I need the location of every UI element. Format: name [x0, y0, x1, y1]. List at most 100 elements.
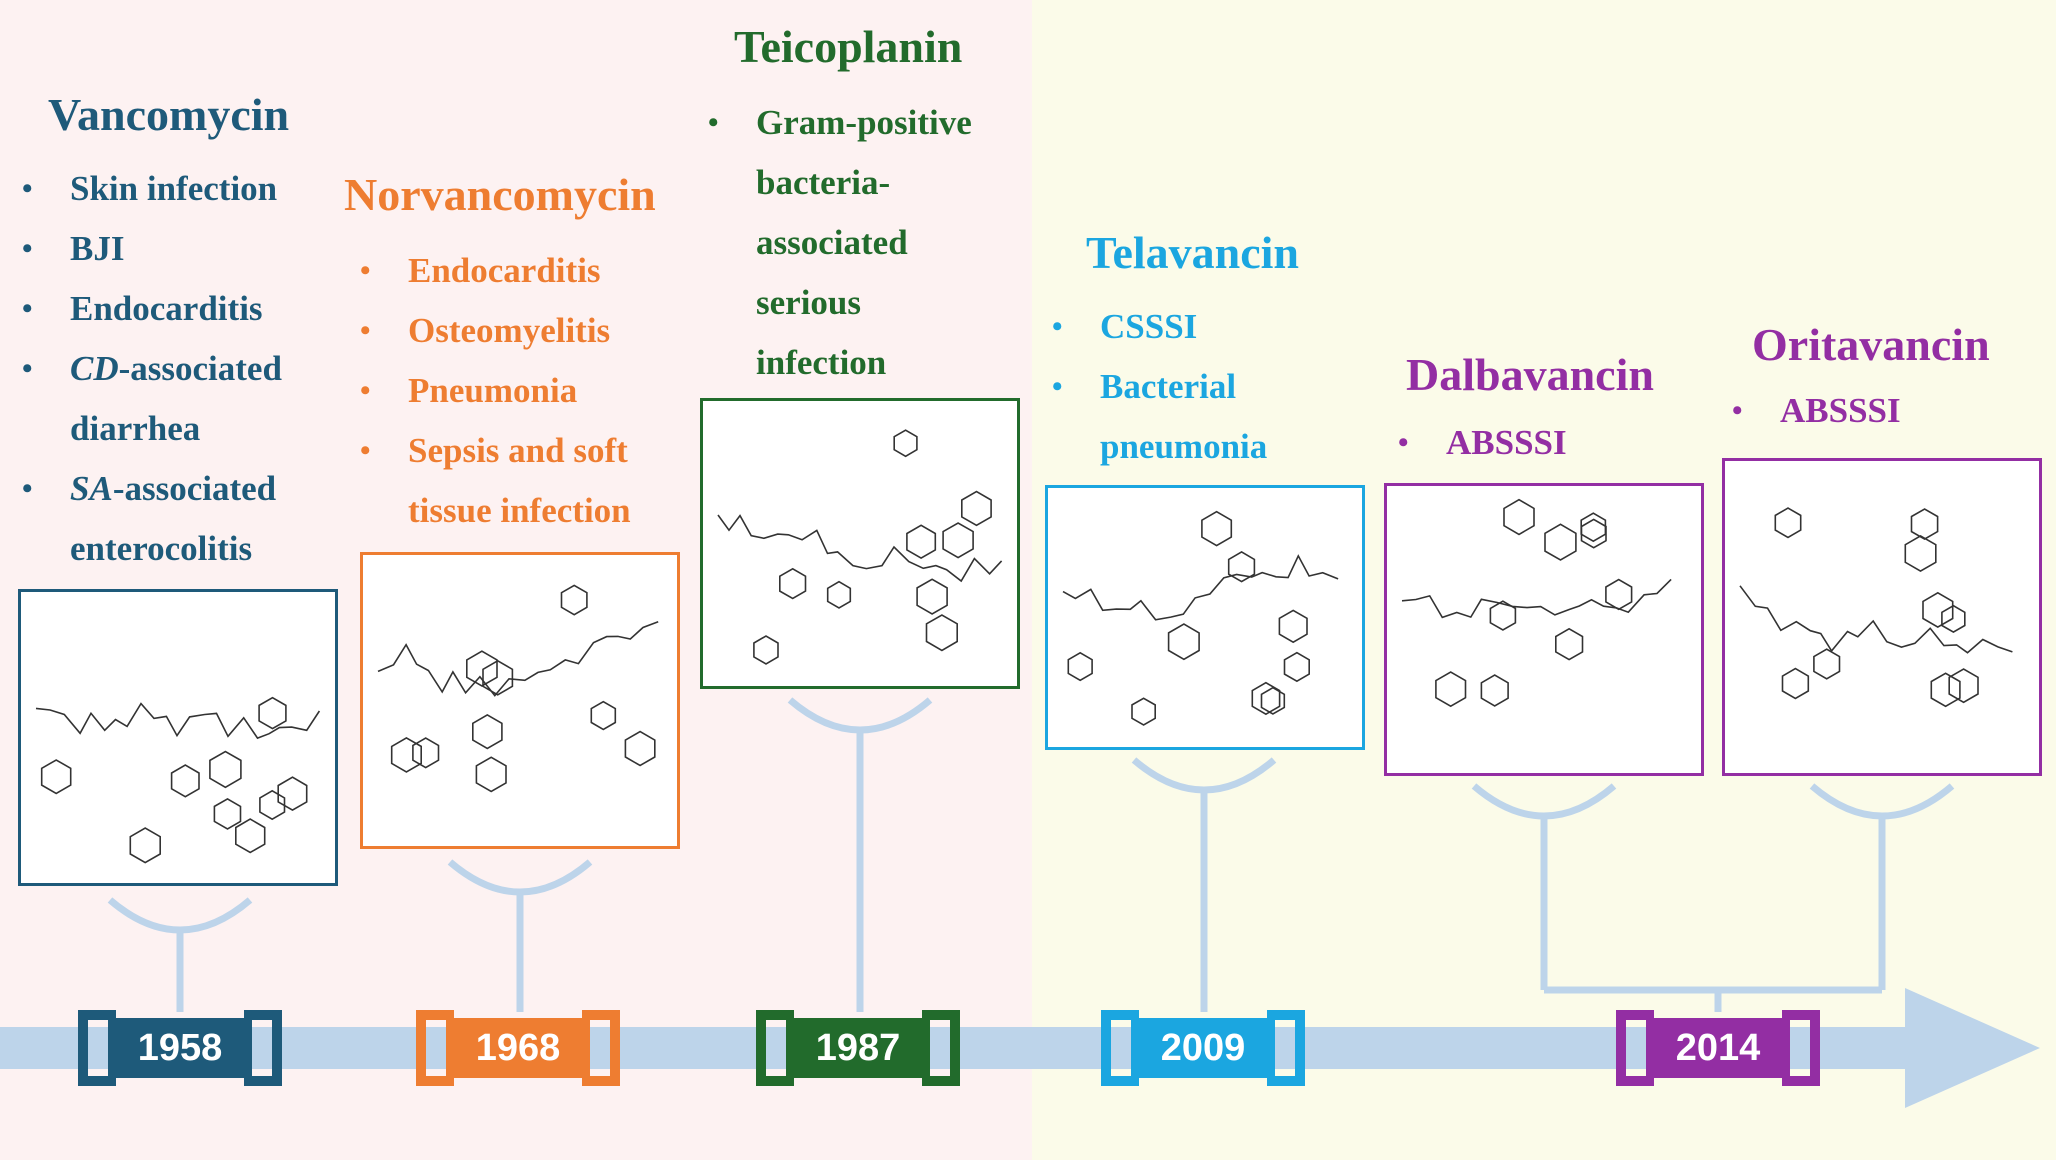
molecule-sketch: [1739, 507, 2013, 708]
ring: [1774, 507, 1802, 539]
chain: [1062, 554, 1339, 621]
indication-text: infection: [756, 343, 887, 382]
ring: [942, 522, 974, 559]
ring: [1489, 600, 1517, 631]
year-marker-1987: 1987: [756, 1010, 960, 1086]
drug-name: Telavancin: [1086, 227, 1300, 278]
drug-dalbavancin: Dalbavancin ABSSSI: [1398, 348, 1718, 473]
connector-arc: [1131, 757, 1277, 794]
indication-item: Sepsis and soft: [360, 421, 714, 481]
ring: [826, 580, 852, 609]
ring: [1167, 623, 1200, 661]
indication-text: Skin infection: [70, 169, 278, 208]
indication-text: -associated: [118, 349, 282, 388]
connector-arc: [1471, 783, 1617, 820]
indication-item: Gram-positive: [708, 93, 1028, 153]
ring: [277, 776, 308, 812]
chain: [1739, 585, 2013, 654]
ring: [170, 764, 200, 798]
ring: [1580, 512, 1607, 543]
ring: [1948, 668, 1979, 704]
ring: [235, 818, 266, 854]
ring: [1260, 686, 1286, 715]
ring: [906, 524, 937, 560]
indication-list: ABSSSI: [1398, 413, 1718, 473]
ring: [624, 730, 656, 767]
indication-list: ABSSSI: [1732, 381, 2052, 441]
ring: [916, 578, 948, 615]
indication-item: ABSSSI: [1732, 381, 2052, 441]
timeline-arrow: [0, 988, 2040, 1108]
indication-list: Skin infectionBJIEndocarditisCD-associat…: [22, 159, 342, 579]
ring: [1067, 651, 1093, 682]
molecule-sketch: [377, 584, 659, 793]
indication-item: diarrhea: [22, 399, 342, 459]
year-label: 1968: [475, 1026, 561, 1069]
indication-abbrev: CD: [70, 349, 119, 388]
indication-list: Gram-positive bacteria-associated serious i…: [708, 93, 1028, 393]
norvancomycin-structure: [360, 552, 680, 849]
ring: [560, 584, 588, 616]
indication-item: SA-associated: [22, 459, 342, 519]
year-label: 1987: [815, 1026, 901, 1069]
indication-item: serious: [708, 273, 1028, 333]
ring: [472, 713, 503, 750]
ring: [1283, 651, 1311, 683]
drug-telavancin: Telavancin CSSSI Bacterial pneumonia: [1052, 226, 1372, 477]
connector-arc: [787, 697, 933, 734]
drug-name: Dalbavancin: [1406, 349, 1654, 400]
connector-arc: [447, 859, 593, 896]
ring: [1813, 648, 1841, 680]
year-marker-2009: 2009: [1101, 1010, 1305, 1086]
indication-text: diarrhea: [70, 409, 201, 448]
indication-text: associated: [756, 223, 908, 262]
indication-item: Pneumonia: [360, 361, 714, 421]
chain: [35, 702, 321, 740]
year-marker-1968: 1968: [416, 1010, 620, 1086]
connector-arc: [107, 897, 253, 934]
ring: [482, 659, 514, 696]
ring: [893, 429, 918, 458]
indication-item: ABSSSI: [1398, 413, 1718, 473]
indication-item: Osteomyelitis: [360, 301, 714, 361]
connector-arc: [1809, 783, 1955, 820]
ring: [925, 614, 958, 652]
indication-text: pneumonia: [1100, 427, 1268, 466]
indication-text: Pneumonia: [408, 371, 578, 410]
ring: [412, 737, 440, 769]
indication-item: bacteria-: [708, 153, 1028, 213]
ring: [1480, 674, 1509, 707]
drug-name: Norvancomycin: [344, 169, 656, 220]
indication-text: Osteomyelitis: [408, 311, 611, 350]
drug-teicoplanin: Teicoplanin Gram-positivebacteria-associ…: [708, 20, 1028, 393]
indication-text: Endocarditis: [70, 289, 263, 328]
indication-text: bacteria-: [756, 163, 891, 202]
ring: [1922, 591, 1954, 629]
chain: [377, 621, 659, 697]
indication-item: tissue infection: [360, 481, 714, 541]
ring: [1781, 667, 1810, 700]
indication-text: ABSSSI: [1446, 423, 1567, 462]
oritavancin-structure: [1722, 458, 2042, 776]
ring: [1555, 627, 1584, 661]
indication-item: Skin infection: [22, 159, 342, 219]
indication-item: pneumonia: [1052, 417, 1372, 477]
ring: [390, 736, 423, 773]
indication-text: Sepsis and soft: [408, 431, 628, 470]
ring: [753, 635, 779, 665]
indication-text: -associated: [112, 469, 277, 508]
indication-text: CSSSI: [1100, 307, 1198, 346]
ring: [1941, 604, 1966, 634]
ring: [1904, 534, 1937, 573]
ring: [209, 750, 242, 789]
ring: [1227, 550, 1256, 583]
indication-item: Bacterial: [1052, 357, 1372, 417]
ring: [1605, 578, 1633, 611]
indication-list: CSSSI Bacterial pneumonia: [1052, 297, 1372, 477]
indication-list: EndocarditisOsteomyelitisPneumoniaSepsis…: [360, 241, 714, 541]
molecule-sketch: [1062, 510, 1339, 726]
indication-item: CD-associated: [22, 339, 342, 399]
indication-item: CSSSI: [1052, 297, 1372, 357]
indication-text: Gram-positive: [756, 103, 972, 142]
